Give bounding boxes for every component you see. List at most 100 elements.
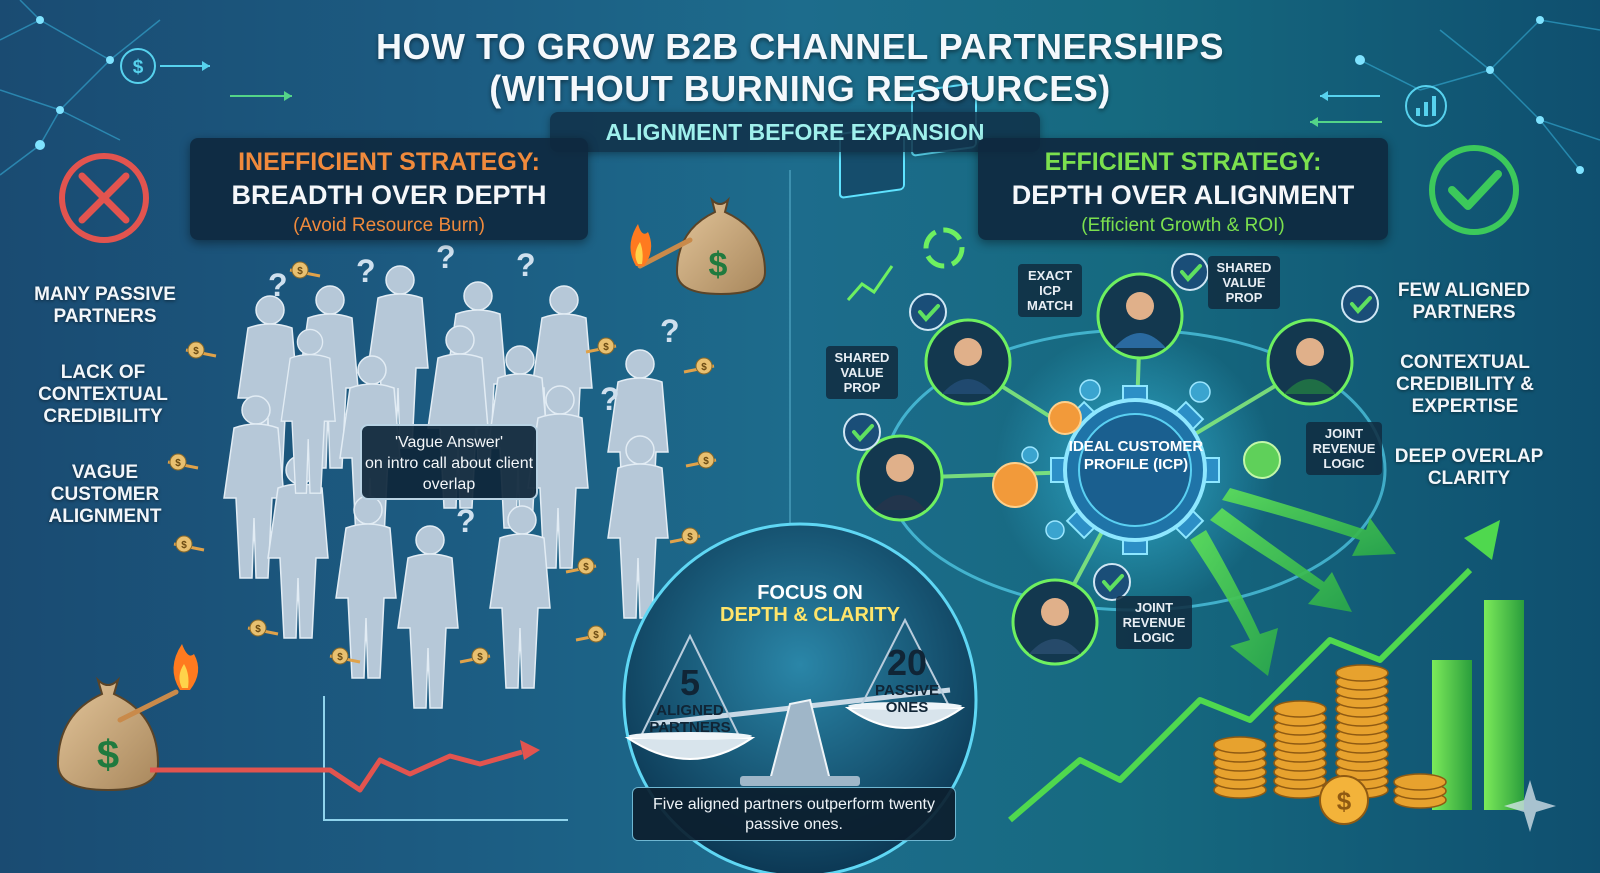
svg-text:$: $ — [477, 652, 483, 663]
partner-node-avatar — [856, 434, 944, 522]
svg-text:$: $ — [1337, 786, 1352, 816]
passive-ones-label: PASSIVE ONES — [875, 682, 939, 716]
page-title-line2: (WITHOUT BURNING RESOURCES) — [489, 68, 1111, 109]
dollar-arrow-icon: $ — [669, 527, 701, 545]
sparkle-icon — [1504, 780, 1556, 832]
balance-scale — [622, 522, 978, 873]
svg-text:$: $ — [583, 562, 589, 573]
green-gear-icon — [1243, 441, 1281, 479]
gold-coin-icon: $ — [1319, 775, 1369, 825]
check-badge-icon — [1093, 563, 1131, 601]
depth-clarity-label: DEPTH & CLARITY — [720, 604, 900, 626]
vague-answer-quote: 'Vague Answer' — [394, 434, 504, 451]
dollar-arrow-icon: $ — [575, 625, 607, 643]
right-point-1: FEW ALIGNED PARTNERS — [1397, 280, 1531, 323]
gold-coin-icon — [1393, 773, 1447, 791]
passive-count: 20 — [886, 642, 928, 683]
left-point-1: MANY PASSIVE PARTNERS — [34, 284, 176, 327]
passive-partner-figure — [223, 395, 285, 579]
passive-partner-figure — [280, 328, 336, 494]
passive-partners-crowd: ???????$$$$$$$$$$$$$ — [167, 239, 717, 709]
passive-partner-figure — [489, 505, 551, 689]
svg-text:$: $ — [97, 733, 119, 777]
svg-text:$: $ — [175, 458, 181, 469]
dollar-arrow-icon: $ — [185, 341, 217, 359]
scale-caption: Five aligned partners outperform twenty … — [632, 787, 956, 841]
inefficient-heading: INEFFICIENT STRATEGY: — [238, 148, 540, 176]
partner-node-avatar — [1011, 578, 1099, 666]
partner-node-avatar — [1096, 272, 1184, 360]
tag-exact-icp-match: EXACT ICP MATCH — [1018, 264, 1082, 317]
question-mark-icon: ? — [600, 381, 620, 417]
efficient-strategy-panel: EFFICIENT STRATEGY: DEPTH OVER ALIGNMENT… — [978, 138, 1388, 240]
dollar-arrow-icon: $ — [329, 647, 361, 665]
dollar-arrow-icon: $ — [289, 261, 321, 279]
dollar-arrow-icon: $ — [459, 647, 491, 665]
question-mark-icon: ? — [356, 253, 376, 289]
growth-arrows — [1190, 488, 1396, 676]
gold-coin-stacks: $ — [1213, 664, 1447, 825]
vague-answer-bubble: 'Vague Answer' on intro call about clien… — [360, 424, 538, 500]
right-point-2: CONTEXTUAL CREDIBILITY & EXPERTISE — [1396, 352, 1534, 417]
breadth-over-depth-heading: BREADTH OVER DEPTH — [231, 180, 547, 210]
svg-text:$: $ — [181, 540, 187, 551]
dollar-arrow-icon: $ — [565, 557, 597, 575]
dollar-arrow-icon: $ — [167, 453, 199, 471]
svg-text:$: $ — [603, 342, 609, 353]
depth-over-alignment-heading: DEPTH OVER ALIGNMENT — [1011, 180, 1355, 210]
dollar-arrow-icon: $ — [685, 451, 717, 469]
tag-shared-value-prop-top: SHARED VALUE PROP — [1208, 256, 1280, 309]
passive-partner-figure — [335, 495, 397, 679]
svg-text:$: $ — [133, 57, 144, 78]
dollar-circle-icon: $ — [120, 48, 292, 101]
partner-node-avatar — [1266, 318, 1354, 406]
efficient-growth-subheading: (Efficient Growth & ROI) — [1081, 215, 1285, 236]
passive-partner-figure — [527, 385, 589, 569]
vague-answer-text: on intro call about client overlap — [364, 455, 534, 493]
tag-joint-revenue-logic-right: JOINT REVENUE LOGIC — [1306, 422, 1382, 475]
svg-text:$: $ — [701, 362, 707, 373]
check-badge-icon — [1341, 285, 1379, 323]
icp-hub-gear — [1050, 385, 1220, 555]
rising-revenue-chart — [1008, 520, 1524, 823]
burning-money-bag-icon: $ — [56, 644, 199, 792]
aligned-count: 5 — [679, 662, 701, 703]
svg-text:$: $ — [297, 266, 303, 277]
svg-text:$: $ — [593, 630, 599, 641]
check-circle-icon — [1429, 145, 1519, 235]
burning-money-bag-icon-top: $ — [630, 196, 767, 296]
bar-chart-circle-icon — [1310, 85, 1447, 127]
page-title-line1: HOW TO GROW B2B CHANNEL PARTNERSHIPS — [375, 26, 1225, 67]
passive-partner-figure — [397, 525, 459, 709]
svg-text:$: $ — [255, 624, 261, 635]
tag-joint-revenue-logic-bottom: JOINT REVENUE LOGIC — [1116, 596, 1192, 649]
gold-coin-icon — [1335, 664, 1389, 682]
right-point-3: DEEP OVERLAP CLARITY — [1394, 446, 1544, 489]
svg-text:$: $ — [703, 456, 709, 467]
efficient-heading: EFFICIENT STRATEGY: — [1044, 148, 1322, 176]
question-mark-icon: ? — [516, 247, 536, 283]
gold-coin-icon — [1273, 700, 1327, 718]
check-badge-icon — [843, 413, 881, 451]
orange-gear-icon — [992, 401, 1082, 508]
svg-text:$: $ — [687, 532, 693, 543]
svg-text:$: $ — [709, 246, 728, 284]
gold-coin-icon — [1213, 736, 1267, 754]
left-point-3: VAGUE CUSTOMER ALIGNMENT — [48, 462, 162, 527]
cross-circle-icon — [59, 153, 149, 243]
question-mark-icon: ? — [436, 239, 456, 275]
focus-on-label: FOCUS ON — [757, 582, 863, 604]
question-mark-icon: ? — [268, 267, 288, 303]
partner-node-avatar — [924, 318, 1012, 406]
dollar-arrow-icon: $ — [585, 337, 617, 355]
tag-shared-value-prop-left: SHARED VALUE PROP — [826, 346, 898, 399]
question-mark-icon: ? — [456, 503, 476, 539]
trend-line-icon — [846, 265, 894, 301]
svg-text:$: $ — [193, 346, 199, 357]
avoid-burn-subheading: (Avoid Resource Burn) — [293, 215, 485, 236]
donut-chart-icon — [923, 227, 965, 269]
icp-hub-label: IDEAL CUSTOMER PROFILE (ICP) — [1068, 438, 1204, 473]
check-badge-icon — [909, 293, 947, 331]
flat-decline-chart — [150, 696, 568, 821]
